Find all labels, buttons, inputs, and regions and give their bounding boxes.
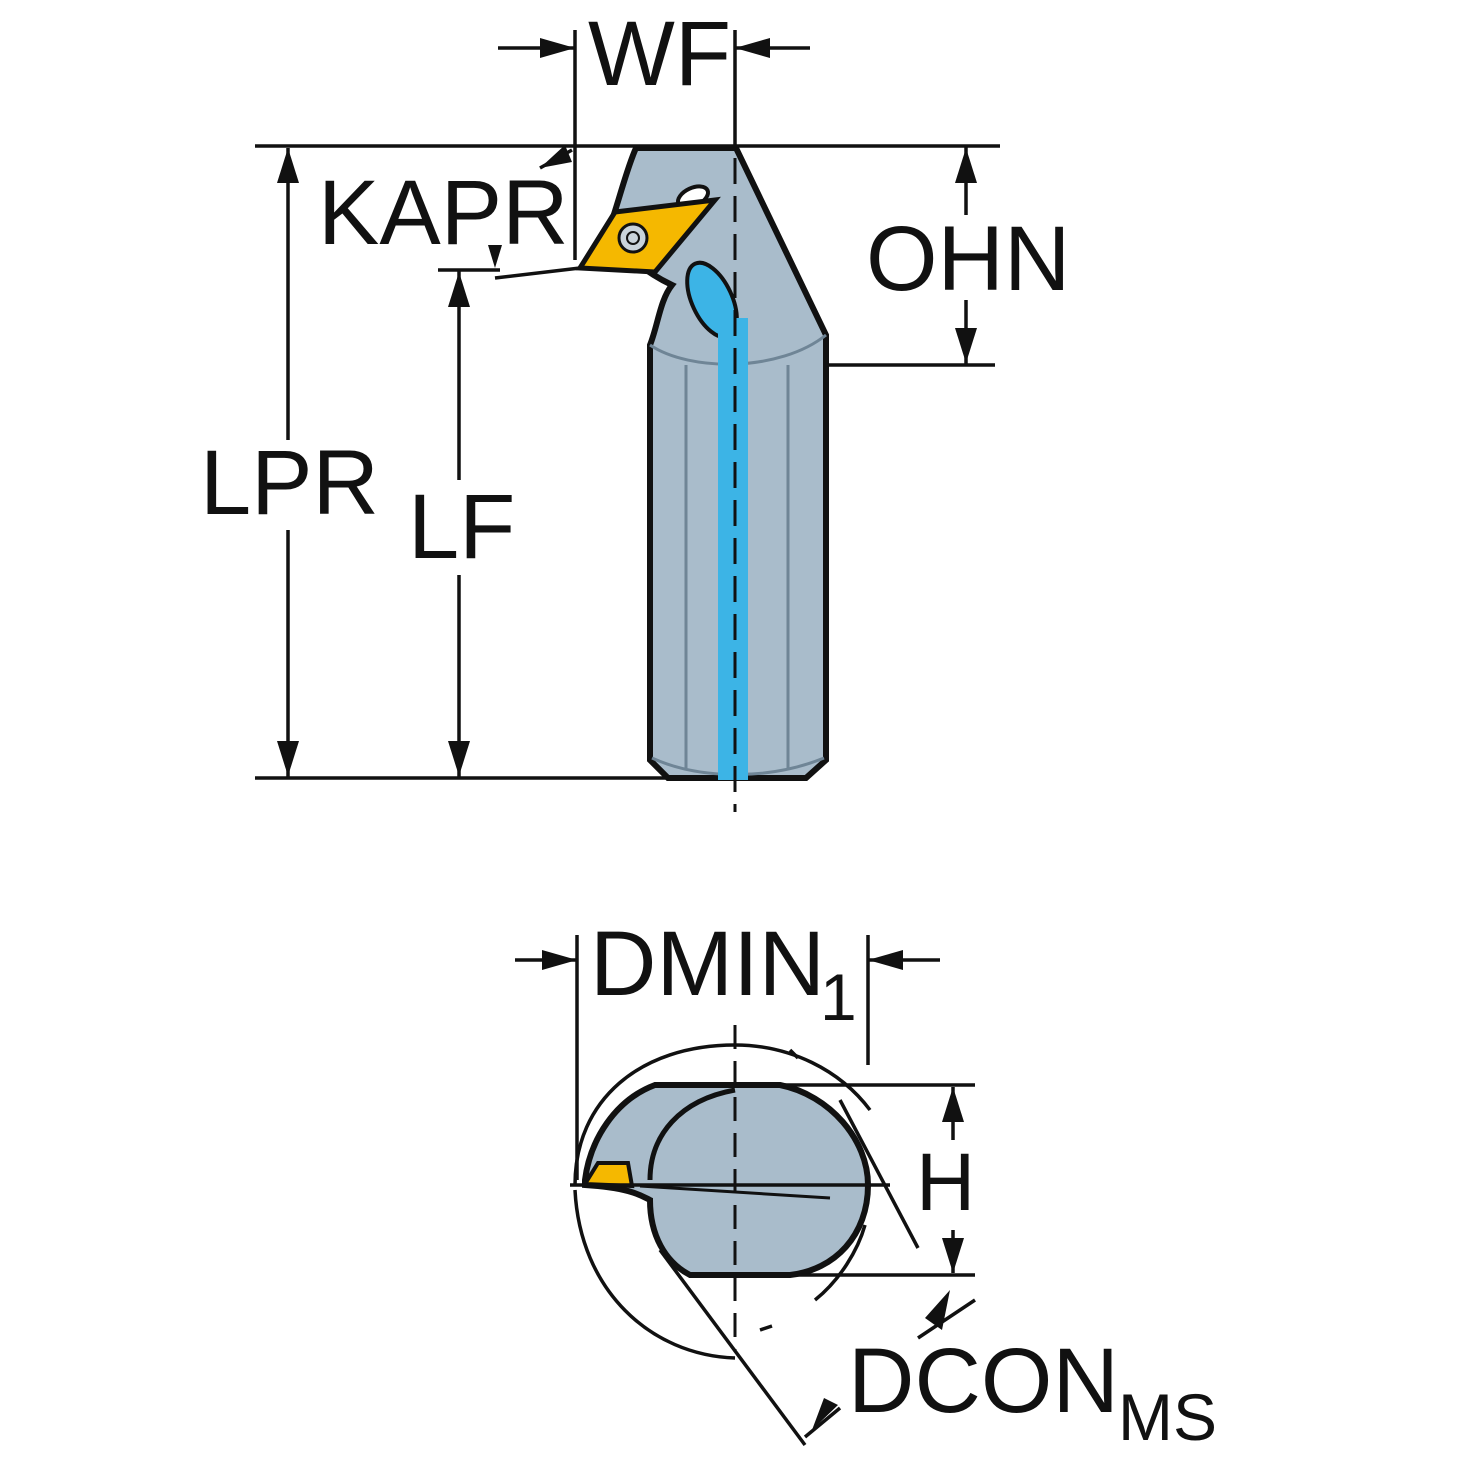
coolant-channel (718, 318, 748, 780)
min-bore-arc-top (573, 1043, 872, 1186)
lf-arrow-top (448, 272, 470, 307)
wf-arrow-right (735, 38, 770, 58)
wf-arrow-left (540, 38, 575, 58)
dcon-leader-top (917, 1298, 976, 1340)
dmin-arrow-right (868, 950, 903, 970)
shank-circle-arc (647, 1087, 736, 1181)
arc-dash-2 (759, 1324, 773, 1332)
lf-arrow-bottom (448, 741, 470, 776)
arc-dash-3 (813, 1224, 867, 1302)
min-bore-arc-bottom (573, 1189, 736, 1360)
lpr-arrow-bottom (277, 741, 299, 776)
kapr-cutting-edge-line (494, 266, 581, 280)
insert-screw-icon (617, 222, 649, 254)
side-view: WF KAPR OHN LPR LF (200, 3, 1070, 812)
dcon-subscript: MS (1118, 1380, 1217, 1454)
torx-icon (626, 231, 640, 245)
ohn-label: OHN (866, 208, 1070, 310)
ohn-arrow-bottom (955, 328, 977, 363)
h-arrow-top (942, 1087, 964, 1122)
kapr-arrow-top (540, 145, 572, 168)
kapr-arrow-bottom (488, 245, 502, 268)
dmin-subscript: 1 (820, 960, 857, 1034)
dcon-ext-right (838, 1099, 920, 1249)
h-arrow-bottom (942, 1238, 964, 1273)
dcon-arrow-top (925, 1290, 950, 1330)
dcon-leader-bottom (803, 1406, 842, 1439)
end-head (582, 1082, 872, 1278)
arc-dash-1 (788, 1048, 800, 1060)
dmin-arrow-left (542, 950, 577, 970)
h-label: H (916, 1137, 975, 1228)
dcon-ext-left (658, 1248, 807, 1447)
lpr-arrow-top (277, 148, 299, 183)
lpr-label: LPR (200, 432, 379, 534)
dcon-label: DCON (848, 1330, 1119, 1432)
lf-label: LF (408, 476, 515, 578)
ohn-arrow-top (955, 148, 977, 183)
dmin-label: DMIN (590, 913, 825, 1015)
insert-tip-line (639, 1184, 831, 1200)
dcon-arrow-bottom (812, 1398, 838, 1430)
wf-label: WF (588, 3, 731, 105)
kapr-label: KAPR (318, 162, 569, 264)
end-view: DMIN 1 H DCON MS (515, 913, 1217, 1454)
